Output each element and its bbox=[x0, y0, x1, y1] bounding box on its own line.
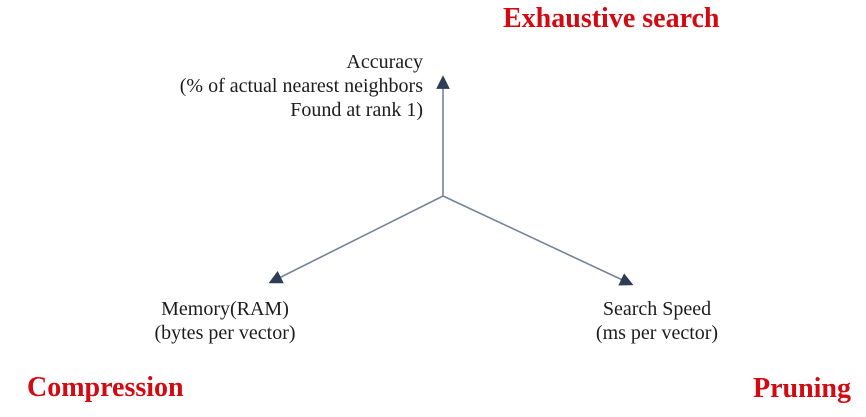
accuracy-axis-label: Accuracy (% of actual nearest neighbors … bbox=[100, 50, 423, 122]
pruning-label: Pruning bbox=[752, 373, 851, 404]
accuracy-axis-title: Accuracy bbox=[346, 51, 423, 73]
accuracy-axis-subtitle-line2: Found at rank 1) bbox=[290, 99, 423, 121]
exhaustive-search-label: Exhaustive search bbox=[503, 3, 720, 34]
search-speed-axis-title: Search Speed bbox=[602, 298, 712, 320]
search-speed-axis-label: Search Speed (ms per vector) bbox=[577, 297, 737, 345]
memory-axis-arrow bbox=[268, 195, 444, 284]
memory-axis-title: Memory(RAM) bbox=[161, 298, 289, 320]
accuracy-axis-subtitle-line1: (% of actual nearest neighbors bbox=[179, 75, 423, 97]
compression-label: Compression bbox=[27, 372, 184, 403]
memory-axis-label: Memory(RAM) (bytes per vector) bbox=[145, 297, 305, 345]
search-speed-axis-arrow bbox=[442, 195, 634, 286]
memory-axis-subtitle: (bytes per vector) bbox=[154, 322, 296, 344]
search-speed-axis-subtitle: (ms per vector) bbox=[595, 322, 719, 344]
